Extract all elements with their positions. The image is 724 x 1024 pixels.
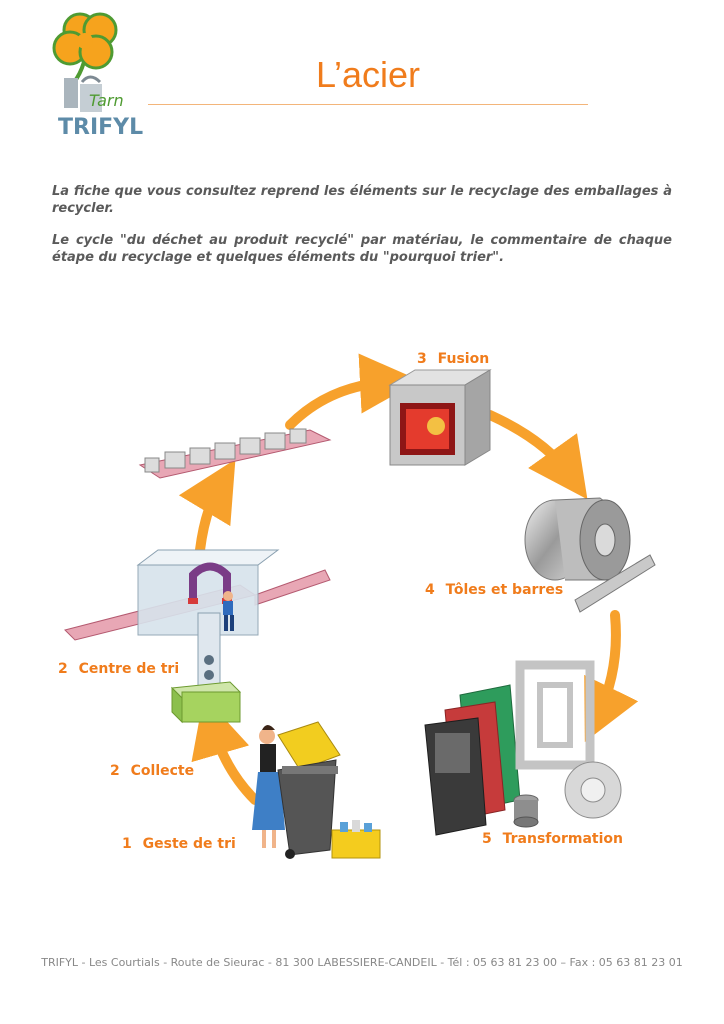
- collection-container-icon: [170, 681, 242, 724]
- step-centre-de-tri-label: 2 Centre de tri: [58, 661, 179, 677]
- step-geste-de-tri-label: 1 Geste de tri: [122, 836, 236, 852]
- step-fusion-number: 3: [417, 351, 427, 367]
- logo-script-text: Tarn: [89, 91, 124, 110]
- arrow-fusion-to-toles: [485, 410, 588, 500]
- steel-bar-icon: [574, 554, 656, 613]
- furnace-icon: [388, 369, 492, 466]
- footer-contact: TRIFYL - Les Courtials - Route de Sieura…: [41, 956, 683, 969]
- arrow-toles-to-transformation: [584, 610, 639, 742]
- recycling-box-icon: [331, 820, 381, 859]
- page-title: L’acier: [315, 54, 421, 95]
- title-divider: [148, 104, 588, 105]
- arrow-collecte-to-tri: [191, 696, 260, 805]
- sorting-centre-icon: [64, 549, 331, 694]
- arrow-tri-to-fusion: [178, 459, 236, 555]
- arrow-to-fusion: [285, 353, 420, 430]
- worker-icon: [223, 591, 234, 631]
- step-fusion-label: 3 Fusion: [417, 351, 489, 367]
- conveyor-belt-top: [138, 428, 332, 479]
- recycling-cycle-diagram: 3 Fusion 4 Tôles et barres 2: [0, 330, 724, 870]
- step-transformation-label: 5 Transformation: [482, 831, 623, 847]
- step-toles-label: 4 Tôles et barres: [425, 582, 563, 598]
- clover-icon: [52, 12, 118, 84]
- intro-paragraph-1: La fiche que vous consultez reprend les …: [52, 184, 672, 216]
- tarn-emblem-icon: [64, 75, 102, 112]
- trifyl-logo: Tarn TRIFYL: [44, 10, 144, 145]
- cycle-arrows: [178, 353, 639, 805]
- step-collecte-label: 2 Collecte: [110, 763, 194, 779]
- intro-paragraph-2: Le cycle "du déchet au produit recyclé" …: [52, 233, 672, 265]
- logo-brand-text: TRIFYL: [58, 115, 143, 140]
- steel-products-icon: [424, 660, 622, 836]
- steel-coil-icon: [524, 497, 631, 581]
- woman-icon: [252, 725, 285, 848]
- trash-bin-icon: [277, 721, 341, 859]
